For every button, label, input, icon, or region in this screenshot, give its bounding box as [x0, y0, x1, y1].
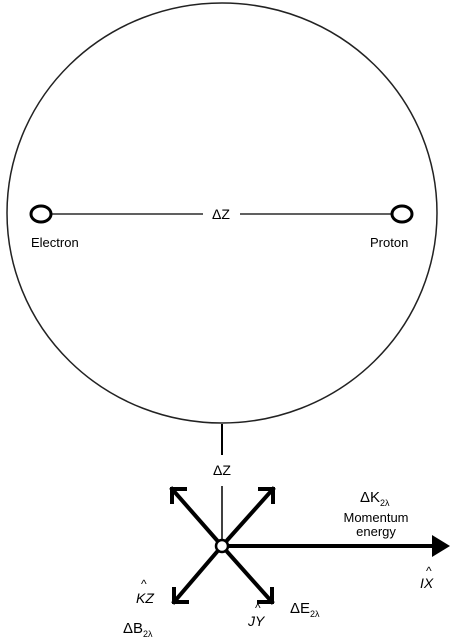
kz-hat: ^ [141, 577, 147, 591]
jy-hat: ^ [255, 601, 261, 615]
origin-node [214, 538, 230, 554]
de-base: ΔE [290, 600, 310, 617]
arrow-down-left-head [172, 587, 189, 604]
db-subscript: 2λ [143, 629, 153, 639]
ix-hat: ^ [426, 564, 432, 578]
separation-label: ΔZ [212, 206, 230, 222]
dk-subscript: 2λ [380, 498, 390, 508]
momentum-arrow-head [432, 535, 450, 557]
atom-boundary-circle [6, 2, 438, 424]
electron-particle [29, 204, 53, 224]
electron-label: Electron [31, 235, 79, 250]
diagonal-arrows [169, 486, 276, 605]
dk-base: ΔK [360, 489, 380, 506]
dz-axis-label: ΔZ [213, 462, 231, 478]
de-subscript: 2λ [310, 609, 320, 619]
arrow-down-left [171, 543, 225, 605]
db-label: ΔB2λ [123, 620, 153, 639]
arrow-up-left [169, 486, 225, 549]
arrow-up-right [219, 486, 276, 549]
dk-label: ΔK2λ [360, 489, 390, 508]
arrow-down-right [219, 543, 275, 605]
arrow-up-left-head [170, 487, 187, 504]
proton-label: Proton [370, 235, 408, 250]
momentum-label-line1: Momentum [343, 510, 408, 525]
de-label: ΔE2λ [290, 600, 320, 619]
jy-label: JY [247, 613, 266, 629]
arrow-down-right-head [257, 587, 274, 604]
db-base: ΔB [123, 620, 143, 637]
kz-label: KZ [136, 590, 154, 606]
ix-label: IX [420, 575, 434, 591]
arrow-up-right-head [258, 487, 275, 504]
momentum-label-line2: energy [356, 524, 396, 539]
proton-particle [390, 204, 414, 224]
